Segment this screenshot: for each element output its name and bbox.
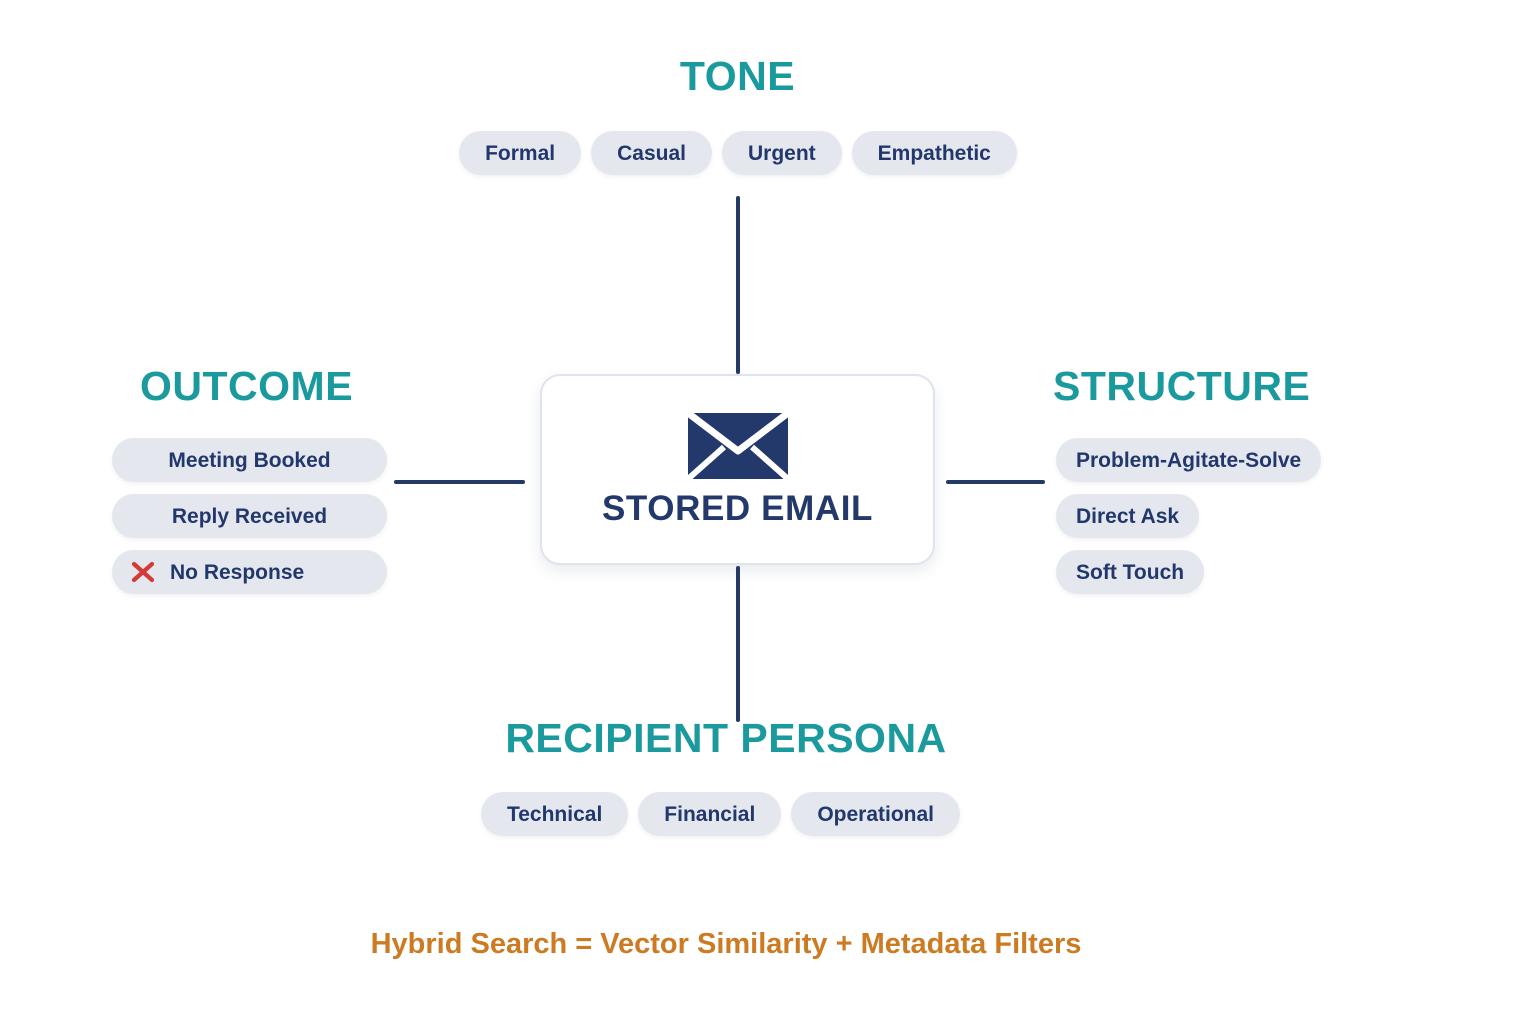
pill-row-tone: Formal Casual Urgent Empathetic bbox=[0, 131, 1476, 175]
pill-tone-empathetic[interactable]: Empathetic bbox=[851, 131, 1017, 175]
pill-label: Meeting Booked bbox=[168, 448, 331, 472]
pill-persona-operational[interactable]: Operational bbox=[791, 792, 961, 836]
pill-stack-structure: Problem-Agitate-Solve Direct Ask Soft To… bbox=[1056, 438, 1322, 594]
envelope-icon bbox=[685, 410, 790, 481]
center-node-label: STORED EMAIL bbox=[601, 488, 874, 528]
connector-center-to-persona bbox=[736, 566, 740, 722]
pill-outcome-reply-received[interactable]: Reply Received bbox=[112, 494, 387, 538]
pill-tone-formal[interactable]: Formal bbox=[459, 131, 582, 175]
branch-title-outcome: OUTCOME bbox=[140, 363, 354, 409]
pill-tone-casual[interactable]: Casual bbox=[591, 131, 712, 175]
pill-label: No Response bbox=[170, 560, 305, 584]
pill-persona-financial[interactable]: Financial bbox=[638, 792, 782, 836]
pill-structure-problem-agitate-solve[interactable]: Problem-Agitate-Solve bbox=[1056, 438, 1322, 482]
pill-structure-direct-ask[interactable]: Direct Ask bbox=[1056, 494, 1200, 538]
footer-caption: Hybrid Search = Vector Similarity + Meta… bbox=[370, 928, 1082, 960]
connector-center-to-tone bbox=[736, 196, 740, 374]
pill-tone-urgent[interactable]: Urgent bbox=[722, 131, 842, 175]
center-node-stored-email[interactable]: STORED EMAIL bbox=[540, 374, 935, 565]
x-mark-icon bbox=[131, 561, 155, 583]
pill-outcome-meeting-booked[interactable]: Meeting Booked bbox=[112, 438, 387, 482]
branch-title-tone: TONE bbox=[679, 53, 796, 99]
connector-center-to-structure bbox=[946, 480, 1045, 484]
pill-label: Reply Received bbox=[171, 504, 328, 528]
branch-title-recipient-persona: RECIPIENT PERSONA bbox=[505, 715, 947, 761]
pill-stack-outcome: Meeting Booked Reply Received No Respons… bbox=[112, 438, 387, 594]
pill-structure-soft-touch[interactable]: Soft Touch bbox=[1056, 550, 1205, 594]
pill-outcome-no-response[interactable]: No Response bbox=[112, 550, 387, 594]
branch-title-structure: STRUCTURE bbox=[1053, 363, 1311, 409]
pill-persona-technical[interactable]: Technical bbox=[480, 792, 629, 836]
connector-center-to-outcome bbox=[394, 480, 525, 484]
pill-row-recipient-persona: Technical Financial Operational bbox=[0, 792, 1441, 836]
